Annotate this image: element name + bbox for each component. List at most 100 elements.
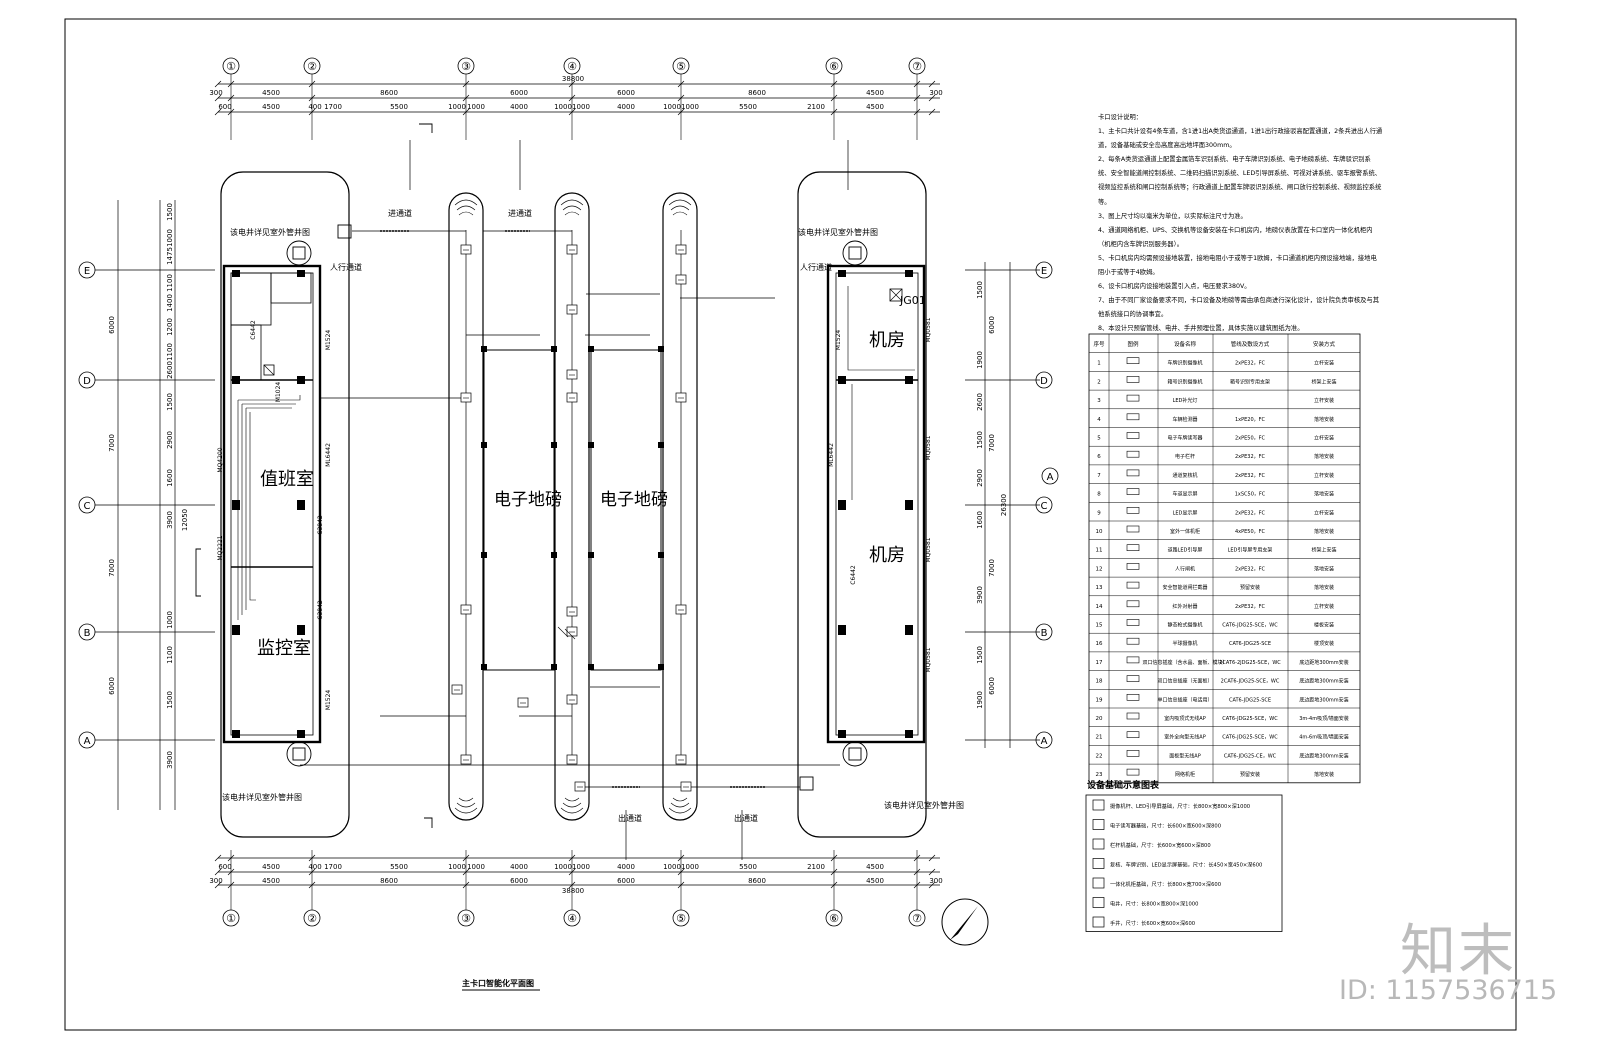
legend-cell-no: 1 bbox=[1097, 361, 1101, 367]
foundation-symbol bbox=[1092, 799, 1105, 811]
dim-tick bbox=[568, 881, 576, 889]
row-label: A bbox=[1047, 472, 1054, 483]
dim-right-detail: 1900 bbox=[976, 351, 984, 369]
dim-tick bbox=[462, 94, 470, 102]
dimension-lines-right bbox=[965, 262, 1040, 748]
dim-detail-label: 1000 bbox=[448, 863, 466, 871]
door-tag: M1524 bbox=[325, 690, 332, 711]
legend-cell-install: 立杆安装 bbox=[1314, 472, 1334, 479]
dim-tick bbox=[227, 108, 235, 116]
legend-symbol bbox=[1126, 450, 1140, 458]
legend-cell-install: 立杆安装 bbox=[1314, 509, 1334, 516]
device-symbol bbox=[517, 697, 529, 708]
dim-detail-label: 400 bbox=[308, 863, 321, 871]
foundation-symbol bbox=[1092, 877, 1105, 889]
brand-id: ID: 1157536715 bbox=[1339, 975, 1558, 1006]
dim-left-detail: 1600 bbox=[166, 469, 174, 487]
device-symbol bbox=[566, 369, 578, 380]
axis-label: ④ bbox=[567, 60, 577, 73]
axis-label: ⑥ bbox=[829, 60, 839, 73]
dim-tick bbox=[830, 881, 838, 889]
room-machine-2: 机房 bbox=[869, 545, 905, 566]
dim-left-row: 6000 bbox=[108, 677, 116, 695]
door-tag: MQ0581 bbox=[925, 435, 932, 460]
row-label: D bbox=[1040, 376, 1048, 387]
legend-cell-no: 15 bbox=[1096, 623, 1103, 629]
axis-label: ① bbox=[226, 912, 236, 925]
foundation-symbol bbox=[1092, 897, 1105, 908]
dim-tick bbox=[462, 881, 470, 889]
axis-label: ② bbox=[307, 60, 317, 73]
dim-left-detail: 1000 bbox=[166, 611, 174, 629]
row-label: B bbox=[1041, 628, 1048, 639]
dim-total-top: 38800 bbox=[562, 75, 584, 83]
legend-symbol bbox=[1126, 693, 1140, 701]
door-tag: ML6442 bbox=[325, 443, 332, 467]
legend-cell-install: 落地安装 bbox=[1314, 584, 1334, 591]
row-bubble bbox=[1035, 371, 1053, 389]
dim-detail-label: 600 bbox=[218, 103, 231, 111]
legend-cell-name: 单口信息插座（电话用） bbox=[1157, 696, 1212, 703]
legend-cell-install: 底边距地300mm安装 bbox=[1299, 752, 1348, 759]
dim-tick bbox=[308, 881, 316, 889]
device-symbol bbox=[451, 684, 463, 695]
legend-cell-no: 20 bbox=[1096, 716, 1103, 722]
legend-symbol bbox=[1126, 432, 1140, 439]
row-bubble bbox=[78, 496, 96, 514]
lane-ped-1: 人行通道 bbox=[330, 262, 362, 272]
dim-tick bbox=[308, 868, 316, 876]
legend-cell-install: 立杆安装 bbox=[1314, 603, 1334, 610]
dim-tick bbox=[677, 881, 685, 889]
dim-tick bbox=[568, 94, 576, 102]
dim-detail-label: 1000 bbox=[572, 103, 590, 111]
device-symbol bbox=[566, 392, 578, 403]
jg-tag: JG01 bbox=[899, 294, 926, 307]
door-tag: M1524 bbox=[325, 330, 332, 351]
legend-cell-name: 车道显示屏 bbox=[1172, 491, 1197, 498]
legend-cell-install: 底边距地300mm安装 bbox=[1299, 678, 1348, 685]
legend-cell-cable: 箱号识别专用支架 bbox=[1230, 378, 1270, 385]
note-1: 1、主卡口共计设有4条车道，含1进1出A类货运通道，1进1出行政接驳高配置通道，… bbox=[1098, 128, 1383, 150]
scale-label-1: 电子地磅 bbox=[494, 490, 562, 510]
door-tag: C6442 bbox=[850, 565, 857, 585]
dim-total-bottom: 38800 bbox=[562, 887, 584, 895]
dimension-lines-top bbox=[218, 83, 940, 113]
row-bubble bbox=[78, 261, 96, 279]
legend-cell-no: 18 bbox=[1096, 679, 1103, 685]
legend-symbol bbox=[1126, 600, 1140, 608]
row-label: E bbox=[1041, 266, 1047, 277]
legend-cell-name: 人行闸机 bbox=[1175, 565, 1195, 572]
device-symbol bbox=[566, 606, 578, 617]
dim-tick bbox=[913, 881, 921, 889]
legend-cell-name: 室内吸顶式无线AP bbox=[1164, 715, 1205, 722]
legend-cell-cable: 2xPE32，FC bbox=[1235, 604, 1266, 610]
row-bubble bbox=[1035, 261, 1053, 279]
foundation-row: 栏杆机基础，尺寸：长600×宽600×深800 bbox=[1110, 841, 1211, 849]
device-symbol bbox=[675, 244, 687, 255]
legend-cell-install: 底边距地300mm安装 bbox=[1299, 696, 1348, 703]
dim-detail-label: 5500 bbox=[390, 103, 408, 111]
dim-left-detail: 3900 bbox=[166, 511, 174, 529]
legend-header: 序号 bbox=[1093, 340, 1105, 348]
door-tag: C3842 bbox=[317, 600, 324, 620]
scale-label-2: 电子地磅 bbox=[600, 490, 668, 510]
dim-tick bbox=[308, 94, 316, 102]
dim-tick bbox=[214, 108, 222, 116]
dim-tick bbox=[913, 80, 921, 88]
legend-cell-name: 面板型无线AP bbox=[1169, 752, 1200, 759]
row-bubble bbox=[1035, 731, 1053, 749]
dim-tick bbox=[928, 868, 936, 876]
dim-left-detail: 1500 bbox=[166, 393, 174, 411]
legend-cell-name: 通道复核机 bbox=[1172, 472, 1197, 479]
device-symbol bbox=[460, 604, 472, 615]
dim-label: 300 bbox=[209, 89, 222, 97]
dim-tick bbox=[677, 854, 685, 862]
legend-cell-name: 车牌识别摄像机 bbox=[1167, 360, 1202, 367]
legend-cell-cable: 2xPE32，FC bbox=[1235, 473, 1266, 479]
dim-left-detail: 2600 bbox=[166, 361, 174, 379]
drawing-title: 主卡口智能化平面图 bbox=[462, 978, 534, 988]
dim-label: 4500 bbox=[262, 89, 280, 97]
